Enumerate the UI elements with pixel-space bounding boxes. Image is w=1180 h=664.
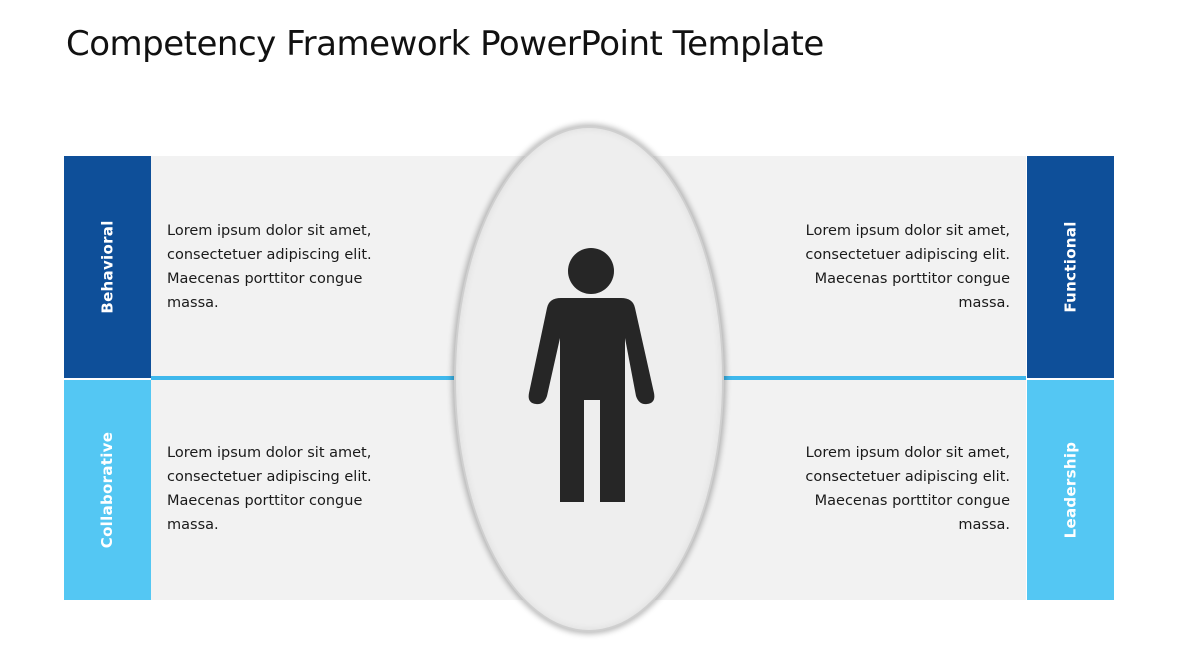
behavioral-label: Behavioral bbox=[98, 220, 117, 314]
functional-text: Lorem ipsum dolor sit amet, consectetuer… bbox=[805, 223, 1010, 311]
behavioral-text: Lorem ipsum dolor sit amet, consectetuer… bbox=[167, 223, 372, 311]
behavioral-tab: Behavioral bbox=[64, 156, 151, 378]
right-divider-line bbox=[720, 376, 1026, 380]
leadership-label: Leadership bbox=[1061, 441, 1080, 539]
collaborative-text: Lorem ipsum dolor sit amet, consectetuer… bbox=[167, 445, 372, 533]
leadership-text: Lorem ipsum dolor sit amet, consectetuer… bbox=[805, 445, 1010, 533]
collaborative-label: Collaborative bbox=[98, 431, 117, 549]
leadership-tab: Leadership bbox=[1027, 380, 1114, 600]
functional-tab: Functional bbox=[1027, 156, 1114, 378]
left-divider-line bbox=[151, 376, 461, 380]
collaborative-tab: Collaborative bbox=[64, 380, 151, 600]
functional-label: Functional bbox=[1061, 221, 1080, 313]
person-icon bbox=[528, 248, 655, 502]
slide-title: Competency Framework PowerPoint Template bbox=[66, 24, 824, 64]
